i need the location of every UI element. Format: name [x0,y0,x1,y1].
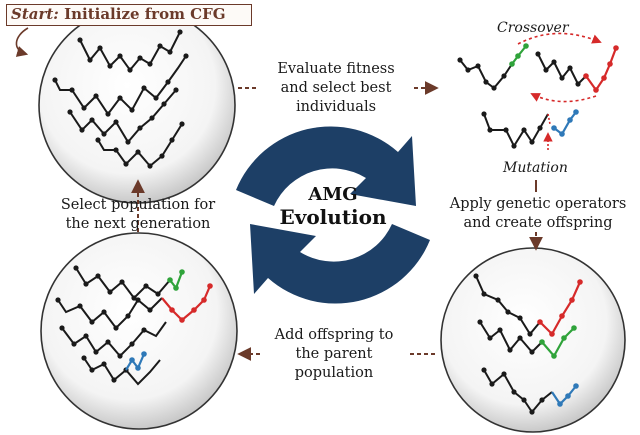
evolution-cycle-icon [236,126,430,304]
next-generation-red-segment [161,283,213,323]
crossover-label: Crossover [497,20,569,36]
start-connector-arrow [15,27,29,57]
mutation-individual [481,109,579,150]
center-title-line1: AMG [308,184,358,205]
crossover-parent-right [535,45,619,93]
offspring-circle [440,247,626,433]
center-title-line2: Evolution [279,205,387,229]
initial-population-circle [38,6,236,204]
next-generation-green-segment [167,269,185,291]
crossover-swap-arrow-bottom [530,93,597,103]
offspring-red-segment [537,279,583,337]
crossover-swap-arrow-top [517,32,602,45]
crossover-parent-left [457,43,529,91]
add-step-label: Add offspring to the parent population [274,327,394,381]
initial-population-nodes [52,29,189,169]
evaluate-step-label: Evaluate fitness and select best individ… [277,61,395,115]
offspring-green-segment [539,325,577,359]
next-generation-nodes [55,265,161,383]
start-text: Initialize from CFG [58,5,226,23]
select-step-label: Select population for the next generatio… [60,197,216,232]
offspring-nodes [473,273,545,415]
start-label: Start: Initialize from CFG [6,4,252,26]
mutation-label: Mutation [503,160,568,176]
center-title: AMG Evolution [263,184,403,228]
start-keyword: Start: [11,5,59,23]
offspring-blue-segment [551,383,579,407]
next-generation-blue-segment [125,351,147,371]
next-generation-circle [40,232,238,430]
apply-step-label: Apply genetic operators and create offsp… [449,196,627,231]
